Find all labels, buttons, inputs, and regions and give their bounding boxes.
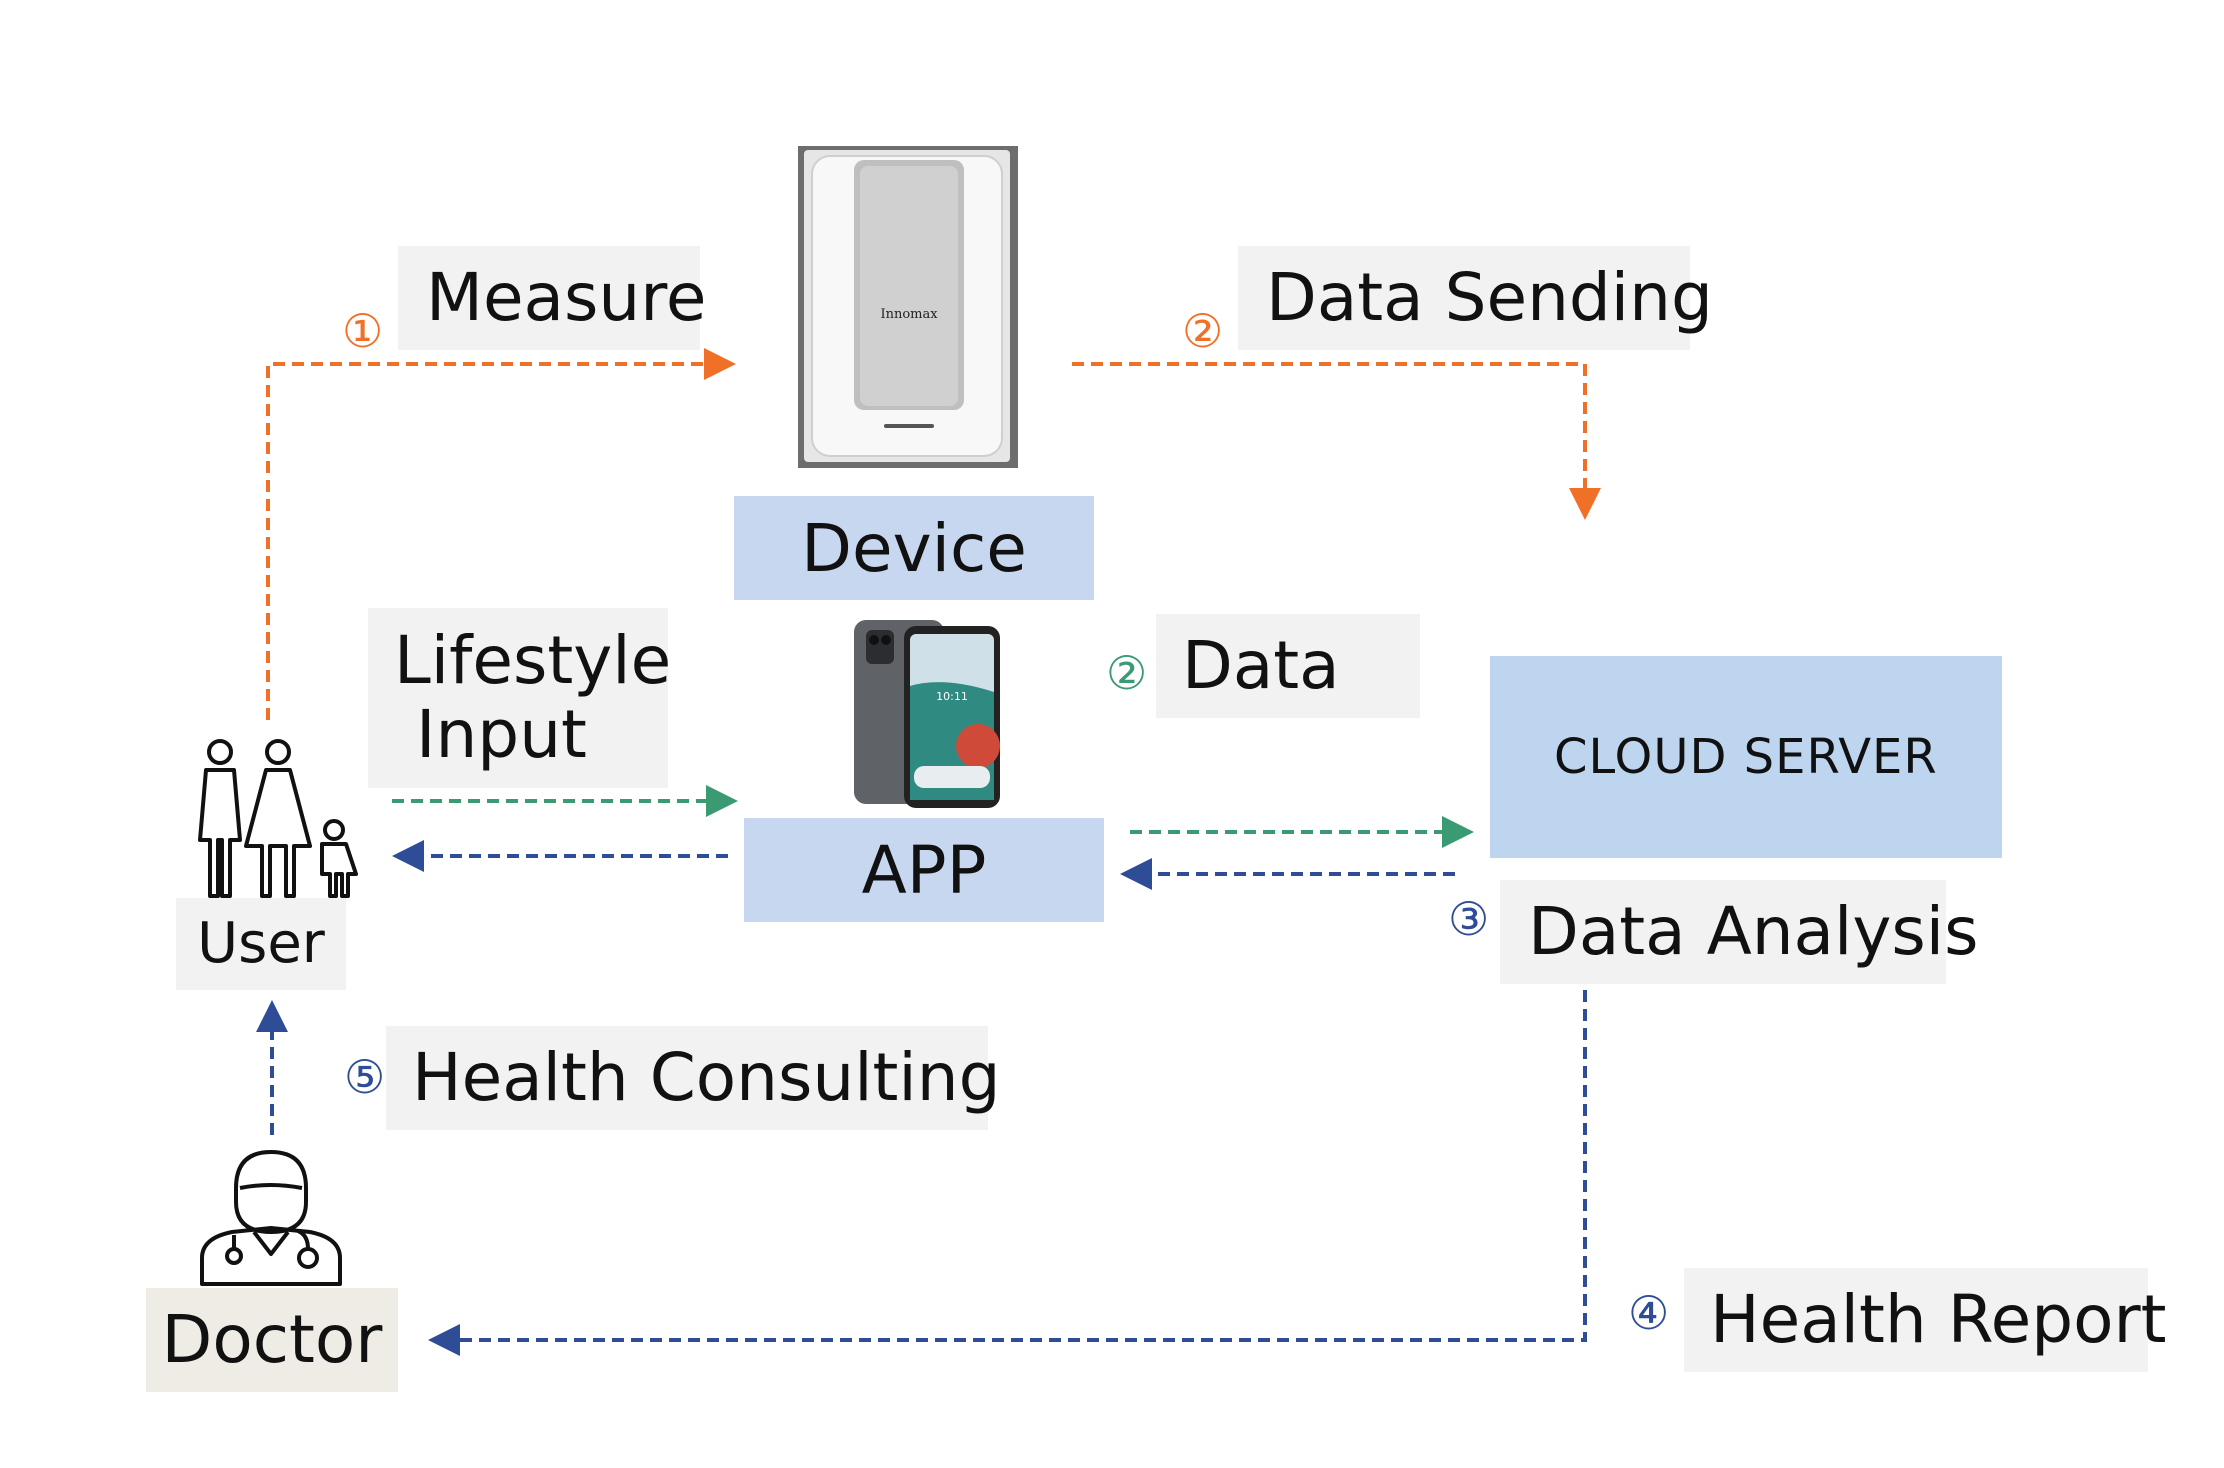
phone-image: 10:11 xyxy=(854,616,1002,812)
device-label: Device xyxy=(801,509,1027,587)
health-consulting-label-box: Health Consulting xyxy=(386,1026,1001,1130)
arrow-health-report xyxy=(428,990,1587,1356)
user-label: User xyxy=(197,910,325,976)
arrow-measure xyxy=(266,348,736,720)
data-sending-label: Data Sending xyxy=(1266,259,1713,337)
step-4-marker: ④ xyxy=(1628,1286,1670,1340)
device-box: Device xyxy=(734,496,1094,600)
lifestyle-input-line1: Lifestyle xyxy=(394,622,672,700)
step-5-marker: ⑤ xyxy=(344,1050,386,1104)
measure-label: Measure xyxy=(426,259,707,337)
app-label: APP xyxy=(861,831,987,909)
data-analysis-label-box: Data Analysis xyxy=(1500,880,1979,984)
doctor-icon xyxy=(196,1148,346,1288)
app-box: APP xyxy=(744,818,1104,922)
step-2-marker-mid: ② xyxy=(1106,646,1148,700)
lifestyle-input-label-box: Lifestyle Input xyxy=(368,608,672,788)
cloud-server-box: CLOUD SERVER xyxy=(1490,656,2002,858)
doctor-label: Doctor xyxy=(161,1301,383,1379)
user-label-box: User xyxy=(176,898,346,990)
data-label-box: Data xyxy=(1156,614,1420,718)
cloud-server-label: CLOUD SERVER xyxy=(1554,729,1938,785)
data-sending-label-box: Data Sending xyxy=(1238,246,1713,350)
arrow-data-sending xyxy=(1072,362,1601,520)
family-icon xyxy=(186,738,366,898)
step-2-marker-top: ② xyxy=(1182,304,1224,358)
lifestyle-input-line2: Input xyxy=(416,696,587,773)
health-consulting-label: Health Consulting xyxy=(412,1039,1001,1117)
device-brand-text: Innomax xyxy=(880,307,938,322)
step-1-marker: ① xyxy=(342,304,384,358)
health-report-label-box: Health Report xyxy=(1684,1268,2167,1372)
step-3-marker: ③ xyxy=(1448,892,1490,946)
data-label: Data xyxy=(1182,627,1340,705)
device-image: Innomax xyxy=(798,146,1018,468)
doctor-label-box: Doctor xyxy=(146,1288,398,1392)
data-analysis-label: Data Analysis xyxy=(1528,893,1979,971)
health-report-label: Health Report xyxy=(1710,1281,2167,1359)
phone-time: 10:11 xyxy=(936,690,968,703)
measure-label-box: Measure xyxy=(398,246,707,350)
